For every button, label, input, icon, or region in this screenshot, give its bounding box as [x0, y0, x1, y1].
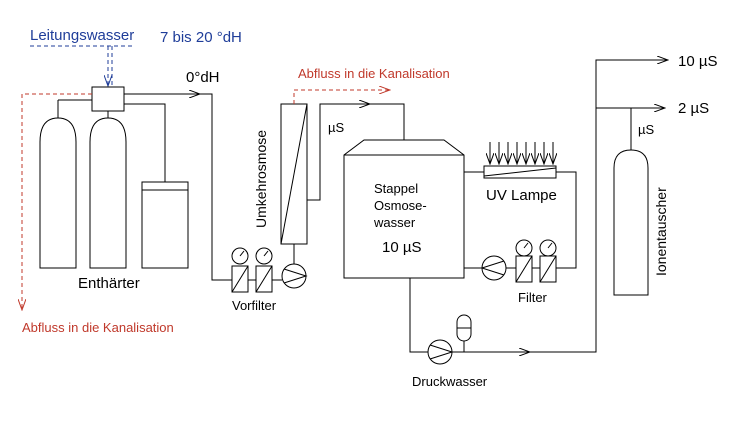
valve-to-brine	[124, 103, 166, 182]
ion-exchanger-tank	[613, 149, 649, 296]
gauge-2-needle	[263, 250, 269, 257]
prefilter-label: Vorfilter	[232, 298, 277, 313]
ro-pump-icon	[281, 263, 307, 289]
tank-value: 10 µS	[382, 239, 422, 256]
tank-label-line2: Osmose-	[374, 198, 427, 213]
drain-bottom-line	[22, 93, 92, 310]
pressure-label: Druckwasser	[412, 374, 488, 389]
ro-permeate-line	[307, 104, 370, 201]
ro-pump-triangle	[283, 268, 308, 284]
tank-outlet-line	[409, 278, 428, 353]
softened-water-line	[200, 93, 232, 281]
uv-rays-icon	[490, 142, 553, 164]
ro-drain-line	[293, 90, 390, 104]
filter-label: Filter	[518, 290, 548, 305]
drain-bottom-label: Abfluss in die Kanalisation	[22, 320, 174, 335]
tank-label-line3: wasser	[373, 215, 416, 230]
drain-top-label: Abfluss in die Kanalisation	[298, 66, 450, 81]
hardness-label: 7 bis 20 °dH	[160, 29, 242, 46]
uv-label: UV Lampe	[486, 187, 557, 204]
pressure-pump-icon	[427, 339, 453, 365]
gauge-3-needle	[523, 242, 529, 249]
uv-lamp-diag	[483, 167, 557, 177]
gauge-4-needle	[547, 242, 553, 249]
ion-us-label: µS	[638, 122, 654, 137]
uv-pump-icon	[481, 255, 507, 281]
out2-label: 2 µS	[678, 100, 709, 117]
uv-return-line	[556, 171, 577, 269]
ro-to-tank-line	[370, 103, 405, 140]
out1-label: 10 µS	[678, 53, 718, 70]
filter-2-diag	[539, 255, 557, 283]
ro-us-label: µS	[328, 120, 344, 135]
softener-tank-1	[39, 117, 77, 269]
prefilter-1-diag	[231, 265, 249, 293]
filter-1-diag	[515, 255, 533, 283]
ro-label: Umkehrosmose	[253, 130, 269, 228]
zero-dh-label: 0°dH	[186, 69, 220, 86]
brine-tank	[141, 181, 189, 269]
gauge-1-needle	[239, 250, 245, 257]
prefilter-2-diag	[255, 265, 273, 293]
tank-label-line1: Stappel	[374, 181, 418, 196]
softener-label: Enthärter	[78, 275, 140, 292]
water-in-label: Leitungswasser	[30, 27, 134, 44]
control-valve	[91, 86, 125, 112]
ro-membrane-diag	[280, 103, 308, 245]
ion-label: Ionentauscher	[653, 187, 669, 276]
softener-tank-2	[89, 117, 127, 269]
